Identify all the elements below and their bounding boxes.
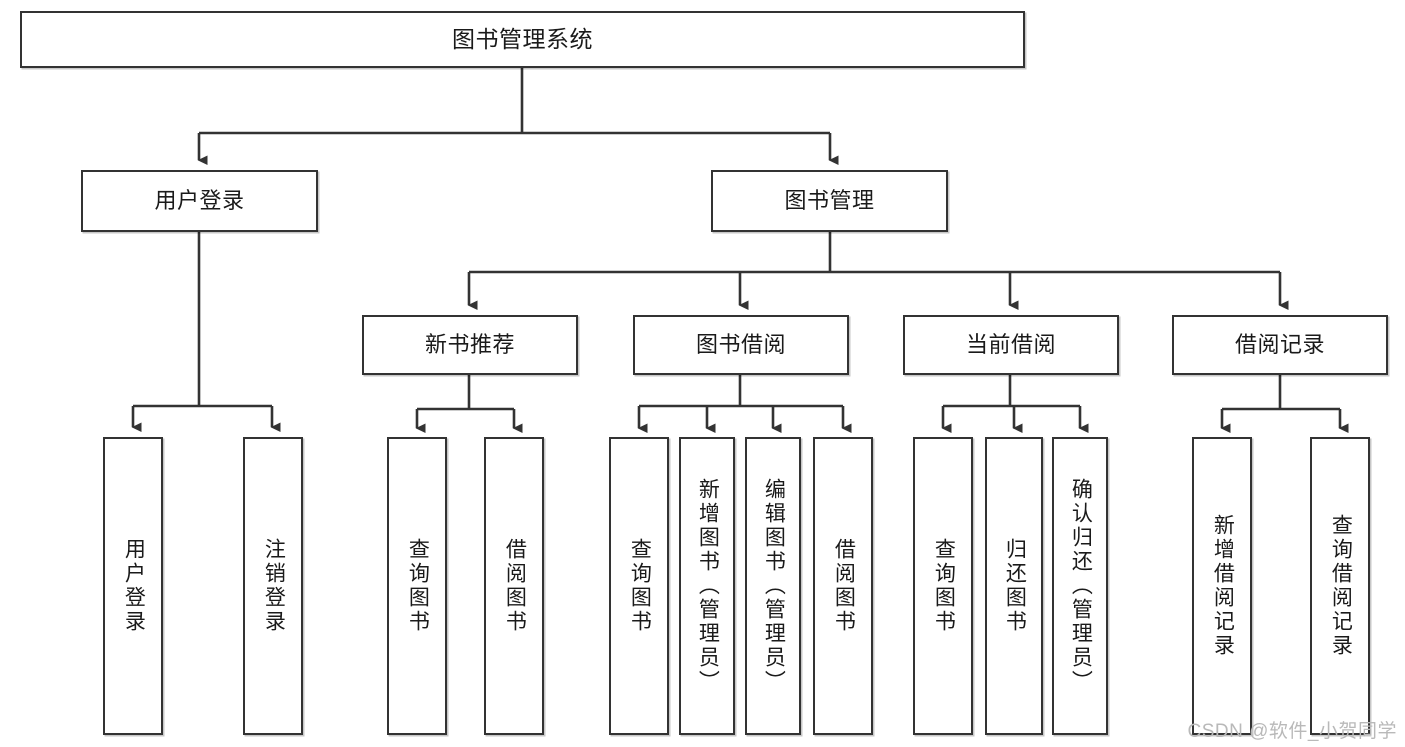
node-leaf-add-book[interactable]: 新增图书（管理员） [679, 437, 735, 735]
node-leaf-query-record[interactable]: 查询借阅记录 [1310, 437, 1370, 735]
node-leaf-query-book-2-label: 查询图书 [628, 538, 652, 634]
node-leaf-user-login[interactable]: 用户登录 [103, 437, 163, 735]
node-leaf-query-book-3-label: 查询图书 [932, 538, 956, 634]
node-current-borrow-label: 当前借阅 [965, 332, 1056, 358]
node-leaf-edit-book-label: 编辑图书（管理员） [762, 478, 786, 694]
node-user-login[interactable]: 用户登录 [81, 170, 318, 232]
csdn-watermark: CSDN @软件_小贺同学 [1187, 721, 1397, 742]
node-leaf-confirm-return[interactable]: 确认归还（管理员） [1052, 437, 1108, 735]
node-leaf-add-record-label: 新增借阅记录 [1211, 514, 1235, 658]
node-leaf-query-book-1-label: 查询图书 [406, 538, 430, 634]
node-leaf-add-record[interactable]: 新增借阅记录 [1192, 437, 1252, 735]
node-new-book-rec[interactable]: 新书推荐 [362, 315, 578, 375]
node-user-login-label: 用户登录 [154, 188, 245, 214]
node-leaf-return-book-label: 归还图书 [1003, 538, 1027, 634]
node-borrow-record[interactable]: 借阅记录 [1172, 315, 1388, 375]
node-leaf-borrow-book-1[interactable]: 借阅图书 [484, 437, 544, 735]
node-root[interactable]: 图书管理系统 [20, 11, 1025, 68]
node-leaf-return-book[interactable]: 归还图书 [985, 437, 1043, 735]
node-leaf-borrow-book-2-label: 借阅图书 [832, 538, 856, 634]
node-leaf-logout[interactable]: 注销登录 [243, 437, 303, 735]
node-leaf-borrow-book-2[interactable]: 借阅图书 [813, 437, 873, 735]
node-book-borrow[interactable]: 图书借阅 [633, 315, 849, 375]
node-leaf-borrow-book-1-label: 借阅图书 [503, 538, 527, 634]
node-leaf-user-login-label: 用户登录 [122, 538, 146, 634]
node-book-manage[interactable]: 图书管理 [711, 170, 948, 232]
node-leaf-edit-book[interactable]: 编辑图书（管理员） [745, 437, 801, 735]
node-leaf-query-book-3[interactable]: 查询图书 [913, 437, 973, 735]
node-new-book-rec-label: 新书推荐 [424, 332, 515, 358]
node-current-borrow[interactable]: 当前借阅 [903, 315, 1119, 375]
node-leaf-add-book-label: 新增图书（管理员） [696, 478, 720, 694]
node-leaf-query-book-2[interactable]: 查询图书 [609, 437, 669, 735]
node-root-label: 图书管理系统 [452, 25, 593, 52]
node-leaf-query-book-1[interactable]: 查询图书 [387, 437, 447, 735]
node-book-borrow-label: 图书借阅 [695, 332, 786, 358]
node-borrow-record-label: 借阅记录 [1234, 332, 1325, 358]
node-leaf-query-record-label: 查询借阅记录 [1329, 514, 1353, 658]
node-leaf-logout-label: 注销登录 [262, 538, 286, 634]
node-book-manage-label: 图书管理 [784, 188, 875, 214]
node-leaf-confirm-return-label: 确认归还（管理员） [1069, 478, 1093, 694]
